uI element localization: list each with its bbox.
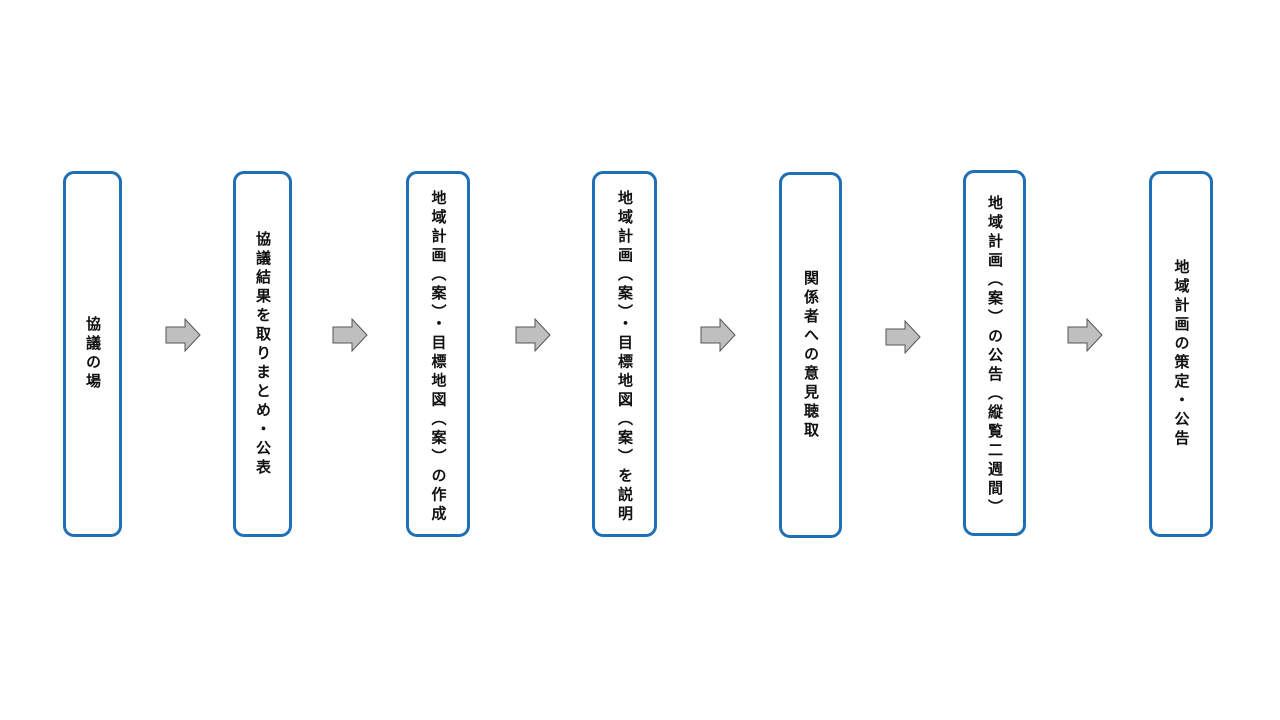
- step-box-3: 地域計画（案）・目標地図（案）の作成: [406, 171, 470, 537]
- step-label-3: 地域計画（案）・目標地図（案）の作成: [429, 190, 448, 525]
- step-label-7: 地域計画の策定・公告: [1172, 259, 1191, 449]
- step-label-1: 協議の場: [84, 316, 102, 392]
- step-box-1: 協議の場: [63, 171, 122, 537]
- step-label-5: 関係者への意見聴取: [802, 269, 820, 441]
- step-box-6: 地域計画（案）の公告（縦覧二週間）: [963, 170, 1026, 536]
- step-label-2: 協議結果を取りまとめ・公表: [254, 230, 272, 478]
- step-label-6: 地域計画（案）の公告（縦覧二週間）: [986, 195, 1004, 518]
- step-box-7: 地域計画の策定・公告: [1149, 171, 1213, 537]
- step-box-2: 協議結果を取りまとめ・公表: [233, 171, 292, 537]
- step-box-5: 関係者への意見聴取: [779, 172, 842, 538]
- right-arrow-icon: [1067, 318, 1103, 352]
- right-arrow-icon: [700, 318, 736, 352]
- right-arrow-icon: [885, 320, 921, 354]
- step-label-4: 地域計画（案）・目標地図（案）を説明: [616, 190, 634, 525]
- right-arrow-icon: [515, 318, 551, 352]
- step-box-4: 地域計画（案）・目標地図（案）を説明: [592, 171, 657, 537]
- right-arrow-icon: [332, 318, 368, 352]
- right-arrow-icon: [165, 318, 201, 352]
